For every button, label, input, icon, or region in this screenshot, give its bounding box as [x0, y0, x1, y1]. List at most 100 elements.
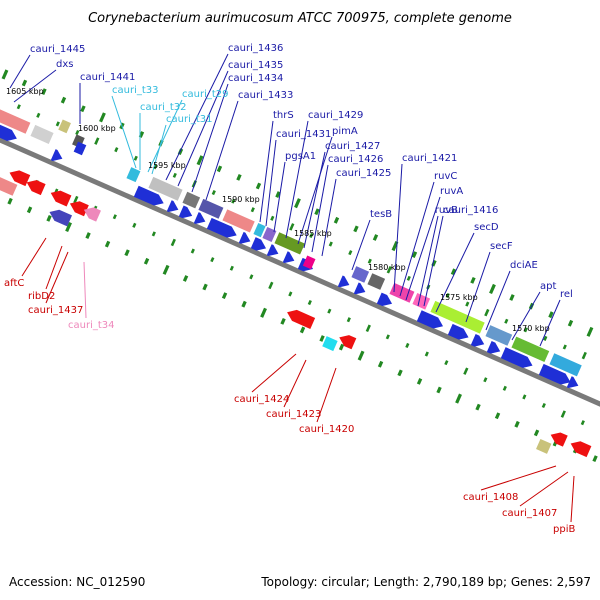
- kbp-label: 1590 kbp: [222, 195, 260, 204]
- reverse-gene-block: [322, 336, 338, 352]
- forward-gene-arrow: [133, 185, 164, 206]
- position-tick: [445, 292, 450, 299]
- leader-line: [465, 251, 491, 323]
- position-tick: [436, 386, 442, 394]
- leader-line: [285, 120, 309, 239]
- gene-label-forward: cauri_t31: [166, 114, 213, 125]
- forward-gene-block: [126, 167, 141, 183]
- forward-gene-arrow: [447, 323, 469, 340]
- position-tick: [124, 249, 130, 257]
- gene-label-forward: apt: [540, 281, 556, 292]
- position-tick: [541, 402, 546, 409]
- gene-label-forward: cauri_1441: [80, 72, 135, 83]
- position-tick: [299, 326, 306, 334]
- position-tick: [385, 334, 390, 340]
- position-tick: [533, 429, 540, 437]
- reverse-gene-arrow: [339, 335, 357, 350]
- position-tick: [41, 88, 47, 96]
- forward-gene-block: [0, 109, 31, 134]
- position-tick: [260, 307, 267, 318]
- forward-gene-arrow: [178, 205, 193, 219]
- position-tick: [365, 324, 371, 333]
- leader-line: [435, 232, 475, 313]
- forward-gene-arrow: [238, 231, 251, 244]
- kbp-label: 1595 kbp: [148, 161, 186, 170]
- position-tick: [289, 223, 295, 231]
- position-tick: [231, 198, 236, 204]
- position-tick: [560, 410, 566, 418]
- forward-gene-arrow: [416, 310, 444, 329]
- position-tick: [543, 335, 548, 341]
- reverse-gene-arrow: [287, 309, 316, 329]
- forward-gene-arrow: [376, 292, 393, 307]
- position-tick: [489, 283, 496, 294]
- position-tick: [60, 96, 67, 104]
- position-tick: [202, 283, 208, 291]
- genome-backbone: [0, 137, 600, 407]
- position-tick: [319, 335, 325, 342]
- forward-gene-arrow: [266, 244, 279, 257]
- forward-gene-block: [511, 336, 550, 363]
- gene-label-forward: cauri_1433: [238, 90, 293, 101]
- position-tick: [94, 137, 100, 145]
- leader-line: [177, 70, 229, 187]
- position-tick: [229, 265, 234, 271]
- position-tick: [21, 79, 28, 87]
- gene-features: [0, 109, 592, 458]
- reverse-gene-block: [536, 438, 552, 454]
- leader-line: [570, 475, 575, 523]
- leader-line: [393, 163, 403, 293]
- position-tick: [581, 351, 587, 360]
- leader-line: [165, 53, 229, 181]
- position-tick: [1, 69, 9, 80]
- position-tick: [294, 198, 301, 209]
- position-tick: [348, 250, 353, 256]
- reverse-gene-arrow: [50, 190, 72, 207]
- gene-label-forward: cauri_1435: [228, 60, 283, 71]
- leader-line: [321, 178, 337, 257]
- position-tick: [465, 301, 470, 307]
- position-tick: [182, 275, 189, 282]
- position-tick: [210, 257, 215, 263]
- forward-gene-block: [58, 119, 71, 134]
- position-tick: [255, 182, 262, 190]
- reverse-gene-arrow: [550, 432, 568, 447]
- position-tick: [444, 360, 449, 366]
- gene-label-forward: secF: [490, 241, 513, 252]
- position-tick: [309, 232, 314, 238]
- forward-gene-arrow: [470, 333, 485, 347]
- leader-line: [283, 359, 307, 408]
- backbone-line: [0, 137, 600, 407]
- position-tick: [75, 129, 80, 136]
- position-tick: [333, 216, 340, 224]
- gene-label-forward: rel: [560, 289, 573, 300]
- position-tick: [328, 241, 333, 247]
- position-tick: [483, 377, 488, 383]
- forward-gene-block: [274, 232, 305, 255]
- leader-line: [519, 471, 569, 507]
- leader-line: [273, 161, 286, 233]
- gene-label-forward: thrS: [273, 110, 294, 121]
- reverse-gene-arrow: [69, 201, 89, 217]
- gene-label-forward: cauri_1425: [336, 168, 391, 179]
- leader-line: [83, 261, 87, 319]
- position-tick: [170, 238, 176, 247]
- leader-line: [191, 83, 229, 193]
- gene-label-forward: cauri_1427: [325, 141, 380, 152]
- leader-line: [151, 124, 167, 175]
- forward-gene-block: [30, 124, 54, 144]
- gene-label-forward: dxs: [56, 59, 73, 70]
- forward-gene-arrow: [50, 149, 63, 161]
- gene-label-forward: ruvC: [434, 171, 457, 182]
- position-tick: [470, 276, 476, 284]
- position-tick: [586, 326, 594, 337]
- forward-gene-block: [253, 223, 266, 238]
- leader-line: [480, 465, 557, 491]
- position-tick: [85, 232, 91, 239]
- position-tick: [250, 207, 255, 213]
- leader-line: [147, 99, 183, 173]
- gene-label-forward: ruvA: [440, 186, 463, 197]
- forward-gene-arrow: [193, 212, 206, 224]
- leader-line: [511, 291, 541, 341]
